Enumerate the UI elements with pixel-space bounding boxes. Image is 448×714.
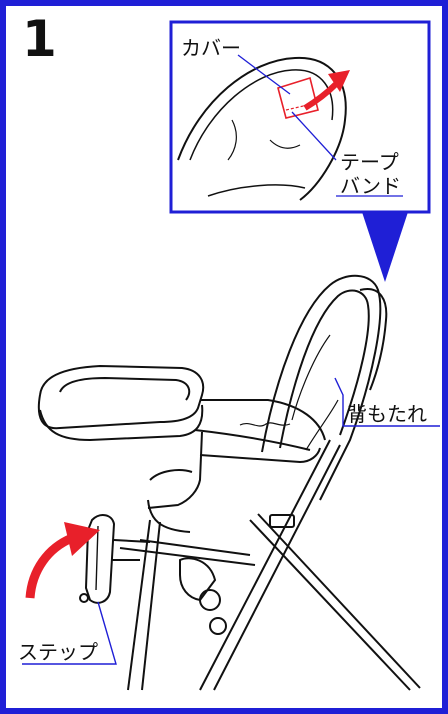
footrest-step	[79, 514, 151, 604]
inset-fold-2	[269, 139, 301, 149]
step-number: 1	[22, 10, 57, 68]
tape-leader	[291, 111, 337, 161]
cover-leader	[237, 54, 291, 95]
seat-body	[147, 399, 326, 533]
backrest-leader	[334, 377, 440, 427]
band-label: バンド	[340, 174, 401, 198]
step-label: ステップ	[18, 640, 98, 664]
inset-callout	[169, 20, 431, 214]
inset-pointer-triangle	[362, 212, 408, 282]
cover-label: カバー	[181, 36, 241, 60]
backrest-label: 背もたれ	[347, 402, 427, 426]
inset-fold-1	[227, 119, 237, 161]
chair-frame-legs	[119, 439, 421, 691]
inset-cover-highlight	[277, 76, 319, 119]
inset-red-arrow-head	[328, 70, 350, 92]
inset-seat-line	[207, 184, 306, 197]
backrest	[261, 274, 388, 501]
step-leader	[22, 601, 117, 665]
tape-label: テープ	[340, 150, 399, 174]
step-red-arrow	[25, 522, 100, 599]
inset-backrest-outer	[177, 56, 347, 201]
inset-red-arrow-shaft	[303, 81, 339, 111]
tray	[37, 364, 205, 442]
